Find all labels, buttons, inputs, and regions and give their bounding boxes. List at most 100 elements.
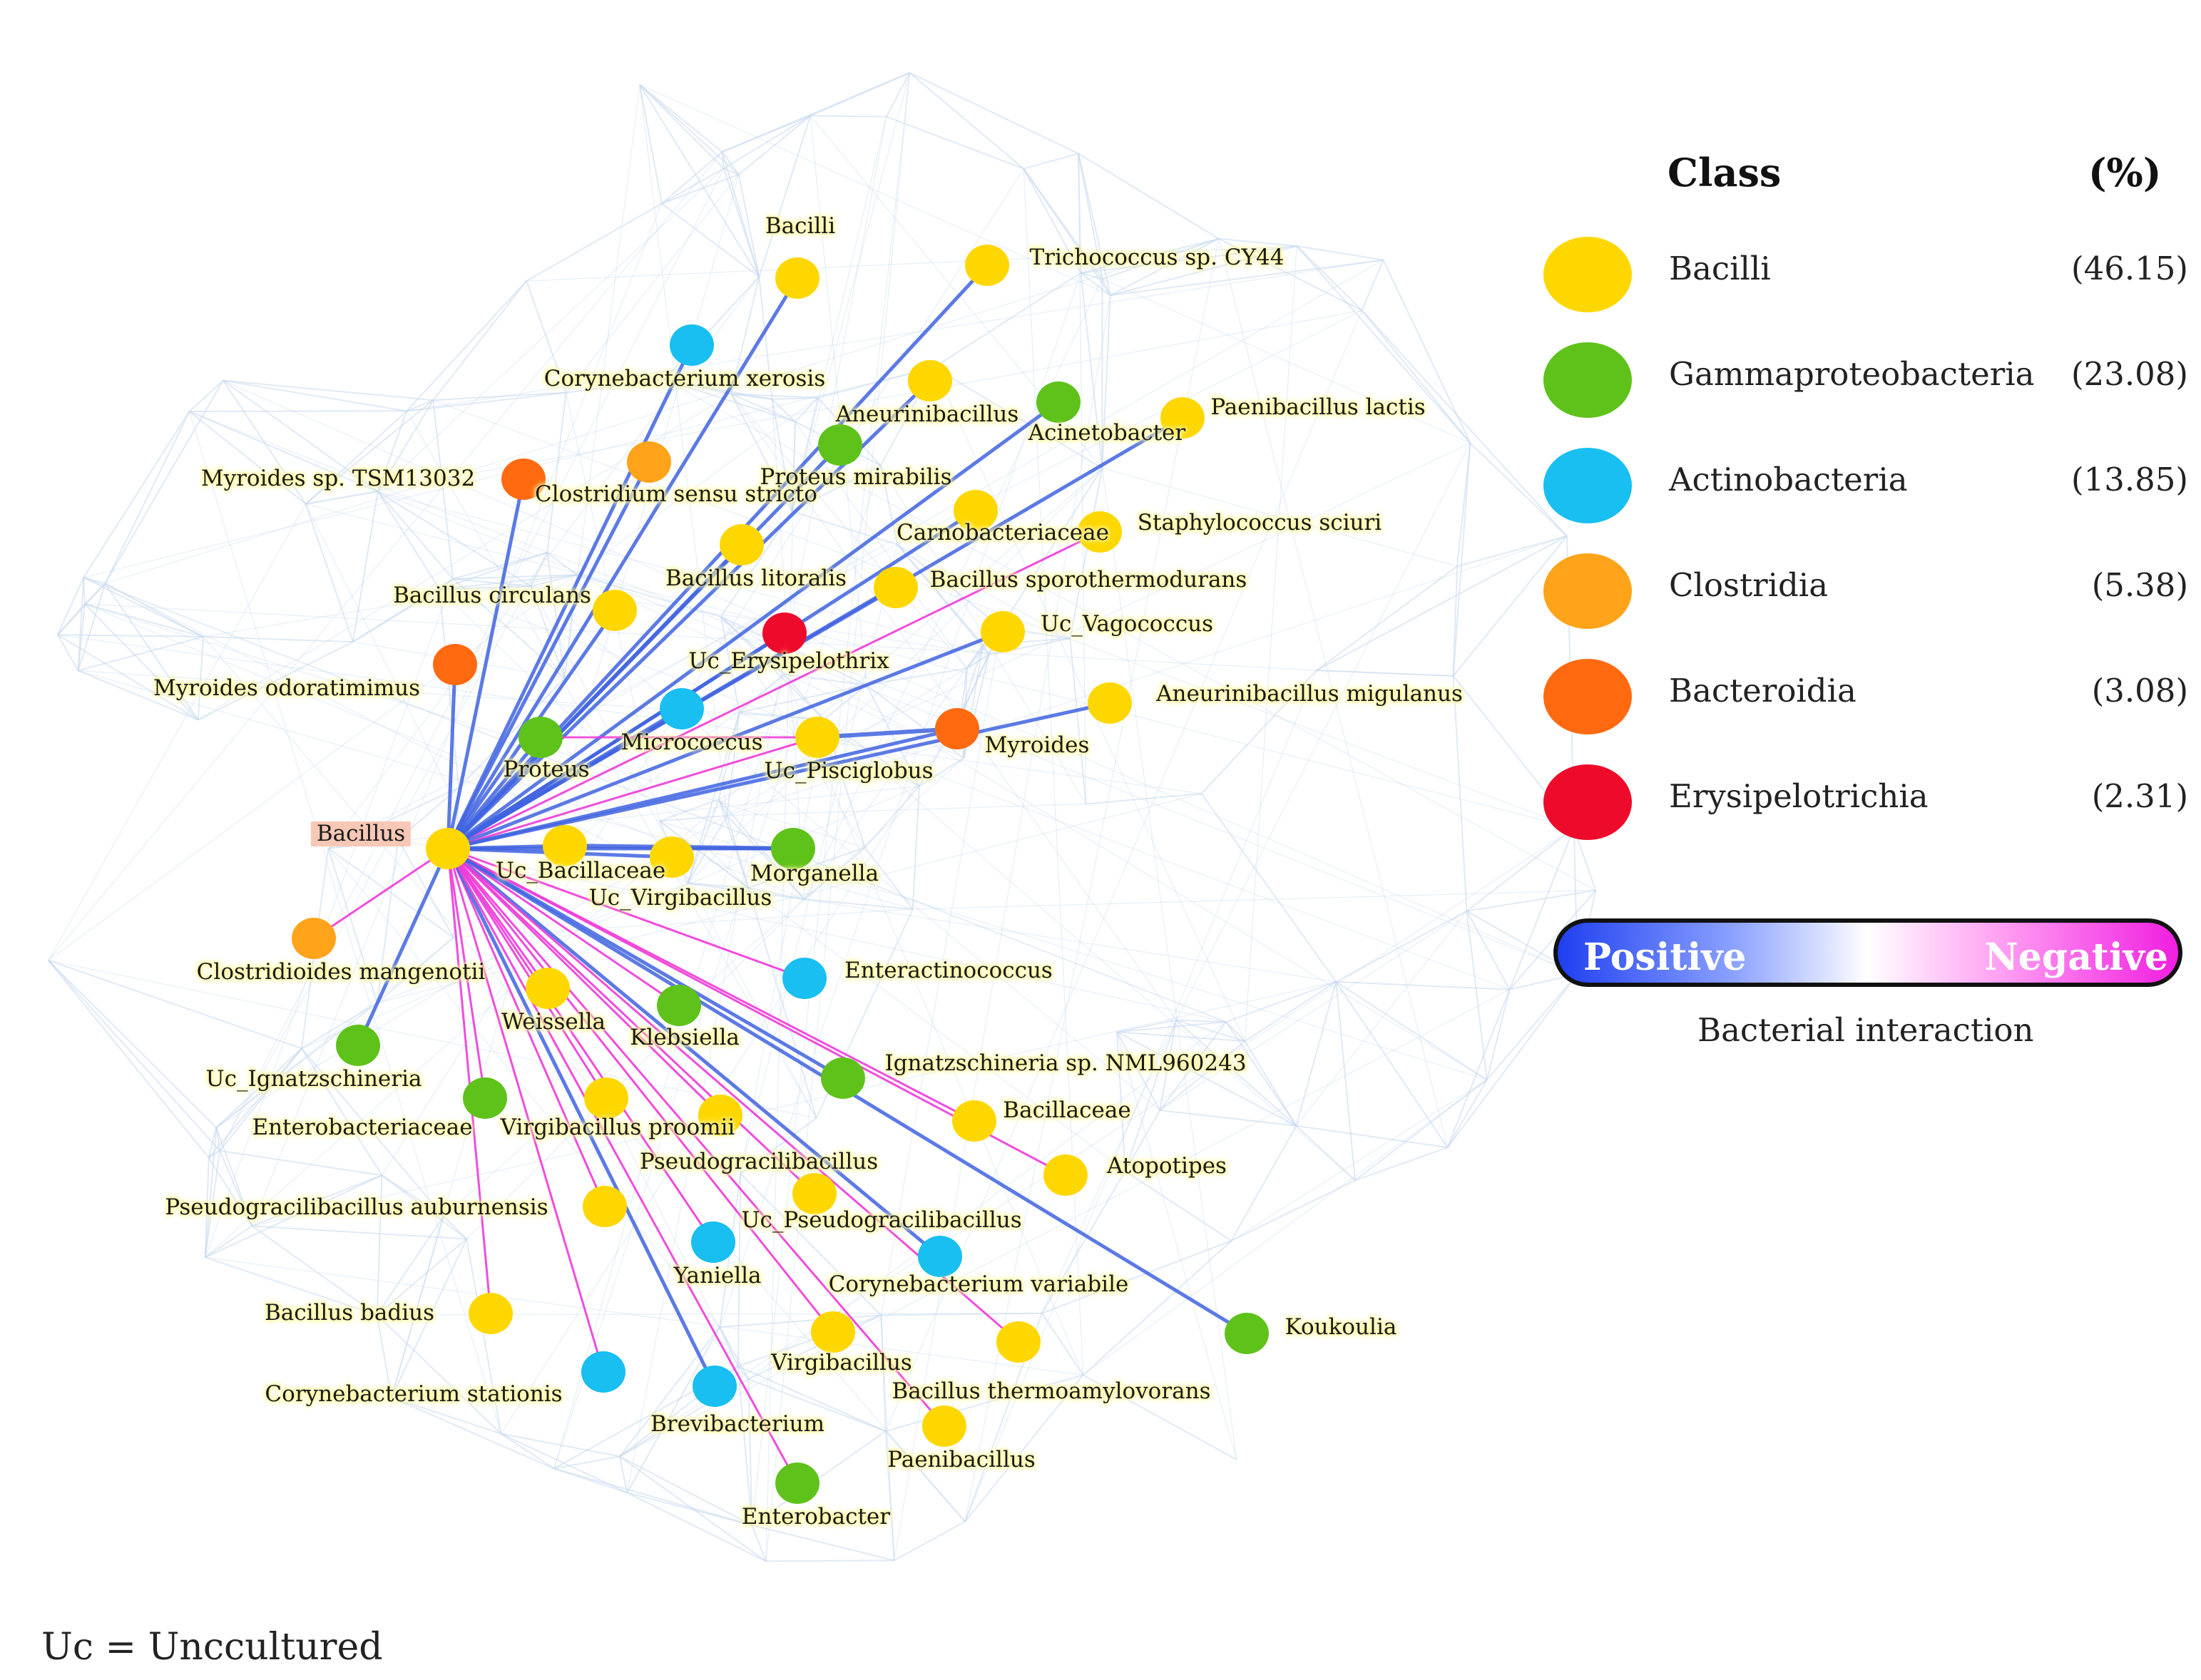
background-edge (730, 393, 1177, 1021)
node-bacillus-hub[interactable] (426, 828, 470, 869)
node-myroides-tsm13032[interactable] (501, 459, 546, 500)
positive-label: Positive (1583, 936, 1747, 979)
node-uc-vagococcus[interactable] (981, 611, 1025, 652)
background-edge (1296, 245, 1471, 444)
node-bacillus-badius[interactable] (469, 1293, 513, 1334)
legend-class-name: Bacilli (1669, 250, 1771, 287)
node-uc-erysipelothrix[interactable] (762, 613, 807, 654)
background-edge (215, 1002, 378, 1129)
edge-enterobacter (446, 848, 799, 1484)
background-edge (1159, 1020, 1177, 1111)
node-label-paenibacillus: Paenibacillus (887, 1447, 1036, 1472)
node-corynebacterium-variabile[interactable] (918, 1236, 962, 1277)
background-edge (791, 116, 887, 512)
background-edge (1218, 237, 1362, 312)
node-uc-ignatzschineria[interactable] (336, 1025, 380, 1066)
background-edge (1086, 792, 1202, 805)
background-edge (964, 670, 1317, 1522)
node-koukoulia[interactable] (1225, 1313, 1269, 1354)
legend-class-name: Clostridia (1669, 566, 1829, 604)
node-label-bacillus-litoralis: Bacillus litoralis (665, 565, 847, 591)
background-edge (205, 1256, 1083, 1376)
node-myroides-odoratimimus[interactable] (433, 644, 477, 685)
node-label-virgibacillus: Virgibacillus (771, 1350, 912, 1376)
node-corynebacterium-xerosis[interactable] (670, 324, 714, 366)
node-trichococcus[interactable] (965, 245, 1009, 286)
node-acinetobacter[interactable] (1036, 381, 1081, 423)
node-label-klebsiella: Klebsiella (630, 1025, 740, 1050)
node-atopotipes[interactable] (1043, 1154, 1088, 1196)
node-pseudogracilibacillus[interactable] (698, 1095, 742, 1136)
background-edge (1231, 1079, 1488, 1241)
node-brevibacterium[interactable] (693, 1366, 737, 1407)
node-bacillus-circulans[interactable] (593, 590, 637, 631)
background-edge (1116, 1032, 1237, 1460)
node-bacillus-litoralis[interactable] (720, 524, 764, 565)
node-clostridium-sensu-stricto[interactable] (627, 441, 671, 483)
legend-swatch-bacteroidia (1543, 659, 1632, 734)
node-proteus-mirabilis[interactable] (818, 424, 862, 466)
node-paenibacillus[interactable] (922, 1405, 966, 1447)
background-edge (720, 511, 793, 618)
node-label-corynebacterium-xerosis: Corynebacterium xerosis (543, 366, 826, 391)
node-enterobacter[interactable] (775, 1463, 819, 1504)
background-edge (1225, 980, 1337, 1023)
node-uc-virgibacillus[interactable] (650, 836, 694, 878)
node-bacillus-thermoamylovorans[interactable] (996, 1321, 1041, 1363)
background-edge (1452, 536, 1568, 677)
node-uc-pisciglobus[interactable] (795, 717, 839, 758)
node-yaniella[interactable] (691, 1221, 735, 1263)
background-edge (407, 391, 566, 412)
background-edge (222, 380, 307, 505)
background-edge (1295, 911, 1468, 1127)
node-virgibacillus-proomii[interactable] (584, 1077, 628, 1119)
node-pseudogracilibacillus-auburnensis[interactable] (583, 1186, 627, 1227)
node-klebsiella[interactable] (657, 985, 701, 1026)
node-virgibacillus[interactable] (811, 1311, 855, 1353)
background-edge (747, 846, 866, 889)
node-label-morganella: Morganella (750, 861, 879, 886)
node-weissella[interactable] (526, 968, 570, 1009)
node-bacilli[interactable] (775, 257, 819, 299)
background-edge (466, 898, 805, 1240)
background-edge (885, 1374, 1084, 1433)
node-micrococcus[interactable] (660, 688, 704, 729)
node-label-corynebacterium-stationis: Corynebacterium stationis (265, 1381, 563, 1407)
node-uc-pseudogracilibacillus[interactable] (792, 1173, 837, 1214)
node-bacillus-sporothermodurans[interactable] (874, 567, 918, 608)
background-edge (301, 785, 920, 1050)
node-paenibacillus-lactis[interactable] (1160, 397, 1205, 439)
node-carnobacteriaceae[interactable] (954, 490, 998, 531)
node-bacillaceae[interactable] (952, 1100, 996, 1142)
node-proteus[interactable] (519, 717, 563, 758)
node-aneurinibacillus-migulanus[interactable] (1088, 682, 1132, 724)
node-aneurinibacillus[interactable] (908, 360, 952, 401)
background-edge (391, 174, 740, 1398)
background-edge (251, 1225, 378, 1316)
background-edge (197, 636, 204, 720)
node-ignatzschineria-nml960243[interactable] (821, 1057, 865, 1099)
node-clostridioides-mangenotii[interactable] (292, 918, 336, 959)
node-label-ignatzschineria-nml960243: Ignatzschineria sp. NML960243 (884, 1050, 1247, 1076)
background-edge (909, 72, 1079, 155)
edge-enteractinococcus (447, 847, 805, 980)
background-edge (1069, 638, 1087, 804)
node-uc-bacillaceae[interactable] (543, 825, 587, 866)
background-edge (57, 634, 199, 721)
node-enteractinococcus[interactable] (782, 958, 827, 999)
node-myroides[interactable] (935, 708, 979, 749)
node-label-carnobacteriaceae: Carnobacteriaceae (897, 520, 1109, 546)
node-label-proteus: Proteus (503, 757, 590, 782)
node-morganella[interactable] (771, 828, 815, 869)
node-staphylococcus-sciuri[interactable] (1078, 511, 1122, 553)
background-edge (1200, 793, 1337, 983)
node-label-clostridium-sensu-stricto: Clostridium sensu stricto (535, 481, 817, 507)
background-edge (439, 578, 454, 590)
background-edge (56, 577, 85, 635)
background-edge (104, 583, 199, 721)
node-enterobacteriaceae[interactable] (463, 1077, 507, 1119)
background-edge (879, 465, 899, 545)
background-edge (758, 277, 773, 399)
background-edge (1041, 1170, 1126, 1314)
node-corynebacterium-stationis[interactable] (581, 1351, 625, 1393)
